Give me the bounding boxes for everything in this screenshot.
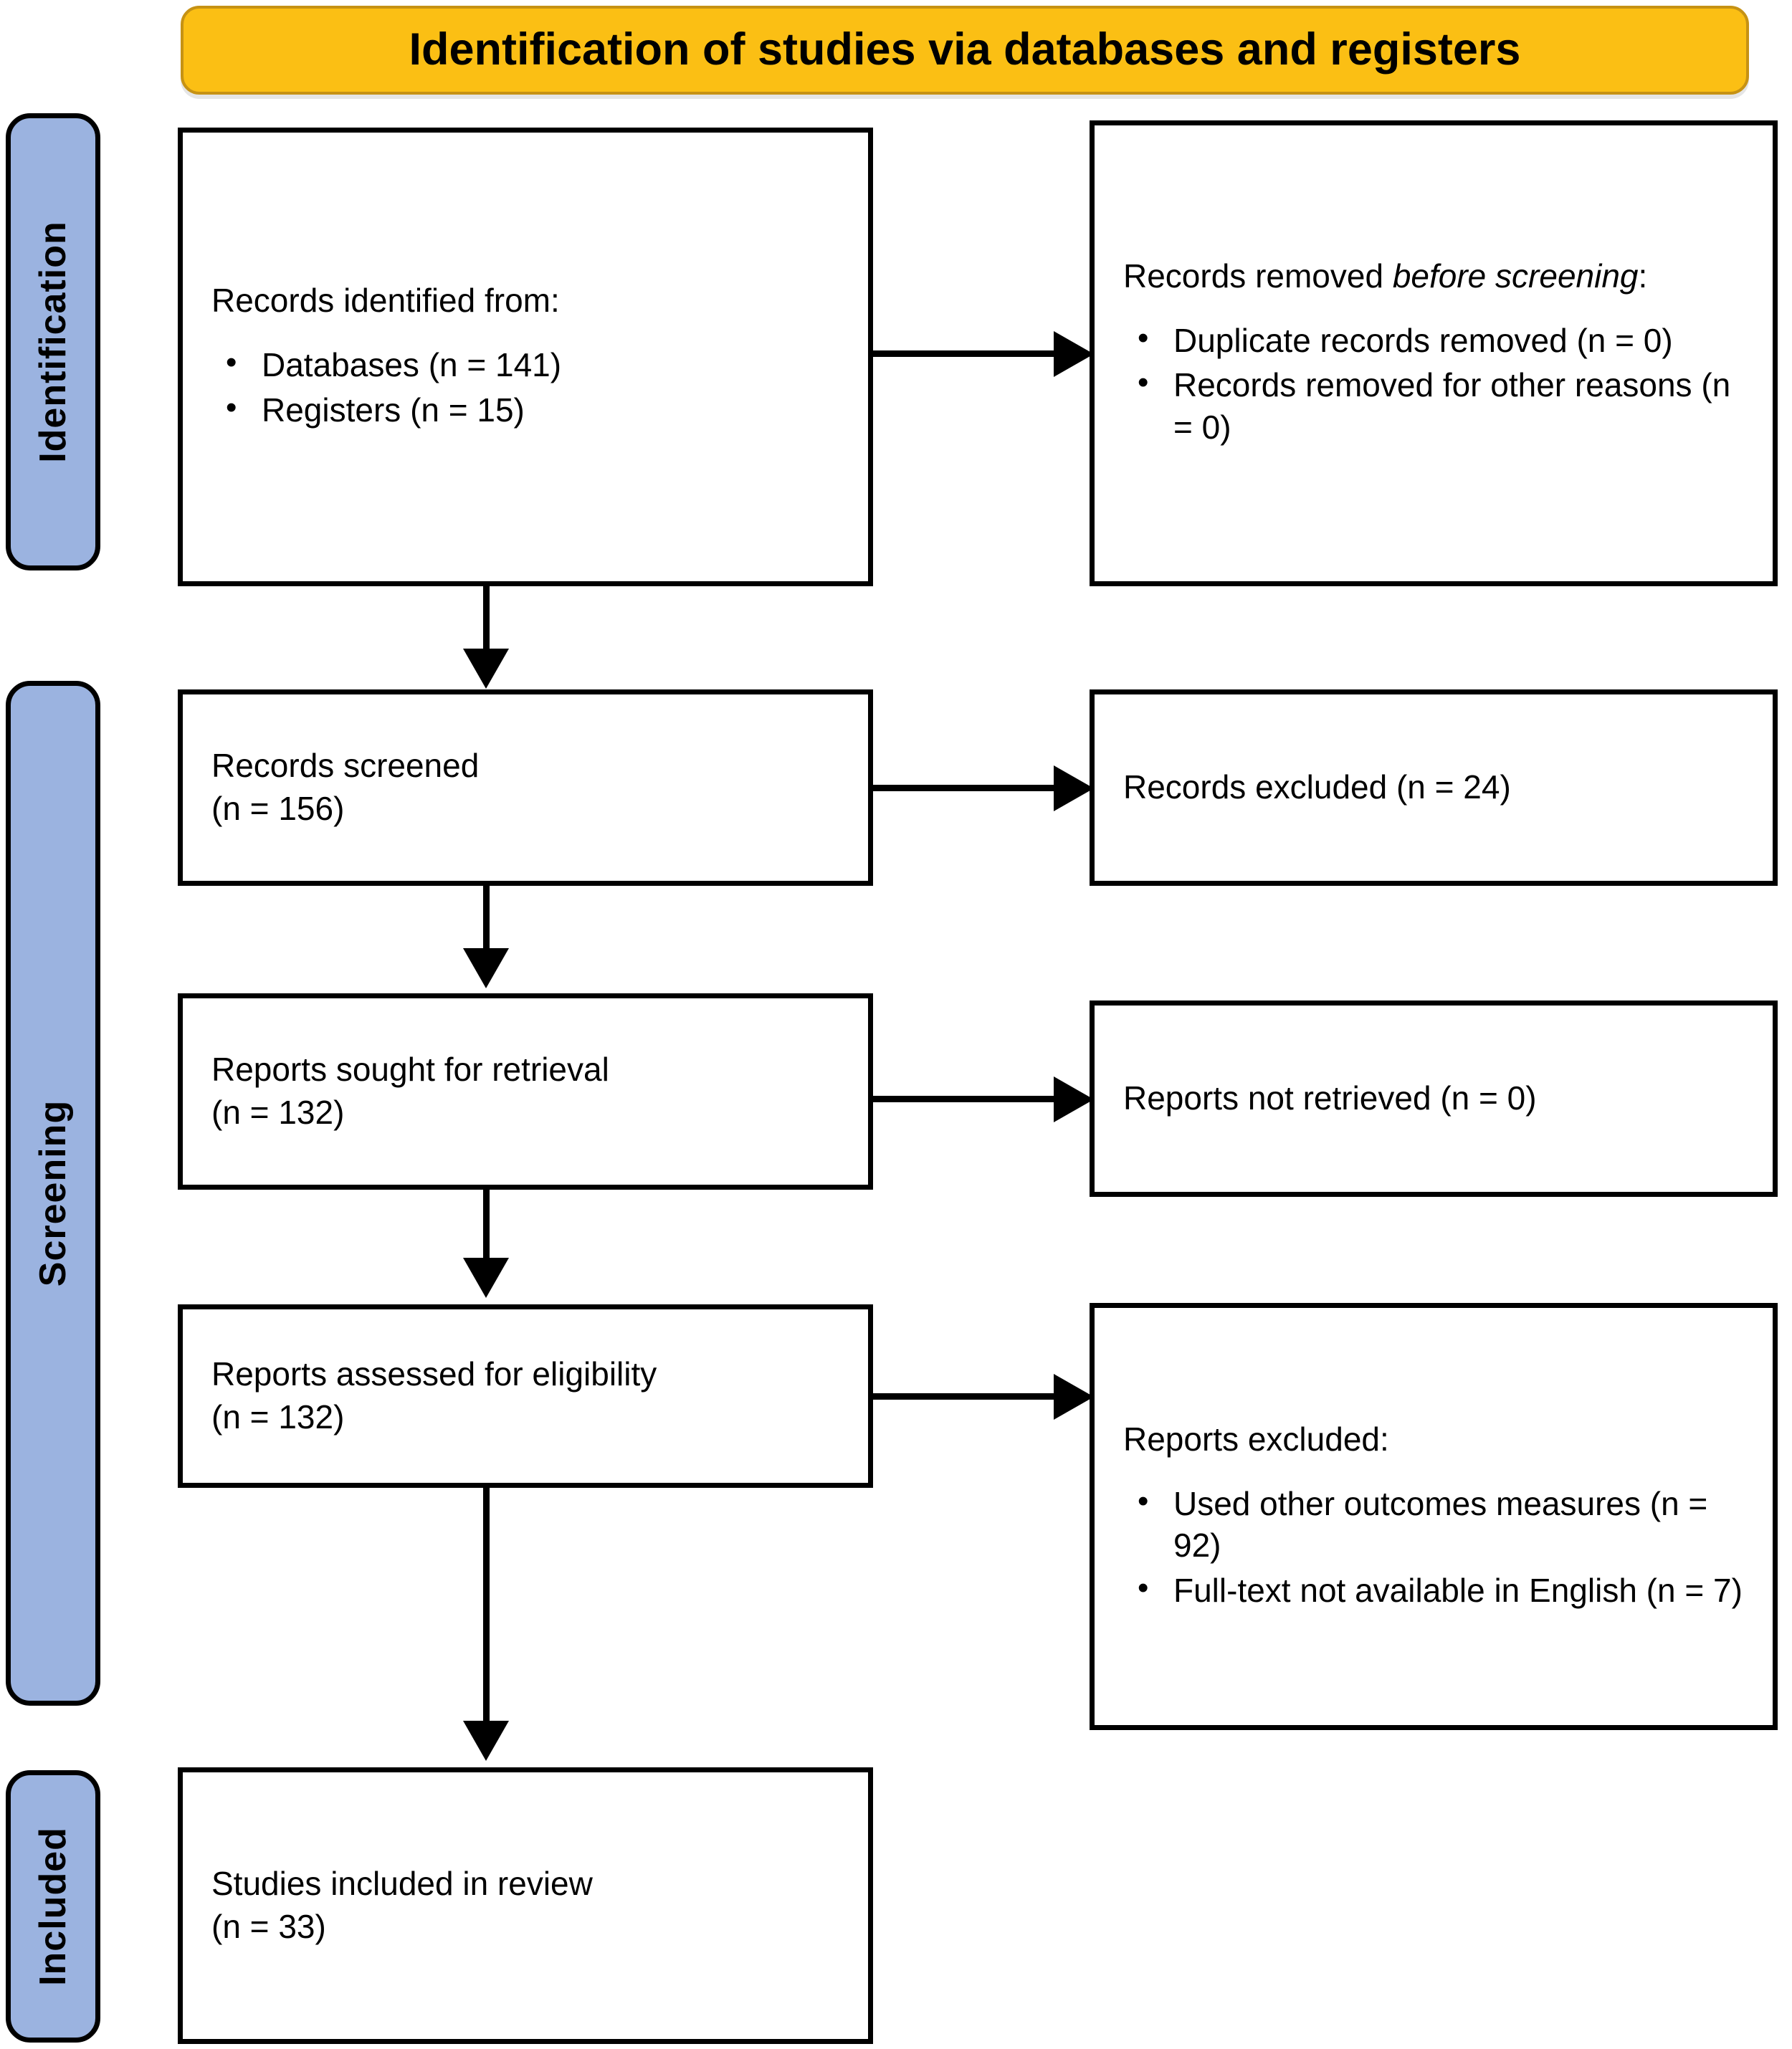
box-records-screened-count: (n = 156) <box>211 790 345 827</box>
box-records-removed-title-emphasis: before screening <box>1392 257 1639 295</box>
box-reports-assessed-count: (n = 132) <box>211 1398 345 1436</box>
stage-label-included: Included <box>6 1770 100 2043</box>
box-reports-excluded-title: Reports excluded: <box>1123 1420 1389 1458</box>
arrow-down-icon <box>463 1721 509 1761</box>
arrow-right-icon <box>1054 1076 1094 1122</box>
box-reports-excluded: Reports excluded: Used other outcomes me… <box>1090 1303 1778 1730</box>
connector-screened-to-sought-line <box>483 886 490 952</box>
box-records-identified-title: Records identified from: <box>211 282 560 320</box>
box-records-screened: Records screened (n = 156) <box>178 689 873 886</box>
box-reports-sought: Reports sought for retrieval (n = 132) <box>178 993 873 1190</box>
stage-label-identification-text: Identification <box>32 221 74 463</box>
box-studies-included-count: (n = 33) <box>211 1908 326 1945</box>
list-item: Databases (n = 141) <box>226 343 839 386</box>
connector-sought-to-not-retrieved-line <box>873 1096 1058 1102</box>
list-item: Registers (n = 15) <box>226 388 839 431</box>
box-records-identified-bullets: Databases (n = 141) Registers (n = 15) <box>211 343 839 434</box>
box-records-removed-title: Records removed before screening: <box>1123 255 1744 298</box>
connector-sought-to-assessed-line <box>483 1190 490 1261</box>
arrow-down-icon <box>463 1258 509 1298</box>
arrow-right-icon <box>1054 331 1094 377</box>
arrow-right-icon <box>1054 1374 1094 1420</box>
stage-label-screening: Screening <box>6 681 100 1706</box>
box-reports-excluded-bullets: Used other outcomes measures (n = 92) Fu… <box>1123 1481 1744 1615</box>
box-records-removed-title-prefix: Records removed <box>1123 257 1393 295</box>
box-records-removed: Records removed before screening: Duplic… <box>1090 120 1778 586</box>
box-reports-sought-title: Reports sought for retrieval <box>211 1051 609 1089</box>
box-records-removed-bullets: Duplicate records removed (n = 0) Record… <box>1123 318 1744 452</box>
box-records-excluded-title: Records excluded (n = 24) <box>1123 768 1511 806</box>
connector-identified-to-screened-line <box>483 586 490 652</box>
connector-screened-to-excluded-line <box>873 785 1058 791</box>
box-reports-not-retrieved-title: Reports not retrieved (n = 0) <box>1123 1079 1537 1117</box>
box-records-identified: Records identified from: Databases (n = … <box>178 128 873 586</box>
list-item: Used other outcomes measures (n = 92) <box>1138 1481 1744 1567</box>
box-reports-not-retrieved: Reports not retrieved (n = 0) <box>1090 1000 1778 1197</box>
stage-label-identification: Identification <box>6 113 100 570</box>
diagram-title: Identification of studies via databases … <box>409 24 1521 75</box>
list-item: Duplicate records removed (n = 0) <box>1138 318 1744 362</box>
diagram-header-banner: Identification of studies via databases … <box>181 6 1749 95</box>
connector-assessed-to-reports-excluded-line <box>873 1393 1058 1400</box>
stage-label-included-text: Included <box>32 1827 75 1986</box>
box-reports-assessed-title: Reports assessed for eligibility <box>211 1355 657 1393</box>
stage-label-screening-text: Screening <box>32 1099 75 1287</box>
list-item: Full-text not available in English (n = … <box>1138 1568 1744 1612</box>
box-reports-sought-count: (n = 132) <box>211 1094 345 1131</box>
box-studies-included-title: Studies included in review <box>211 1865 593 1903</box>
connector-assessed-to-included-line <box>483 1488 490 1724</box>
box-records-excluded: Records excluded (n = 24) <box>1090 689 1778 886</box>
connector-identified-to-removed-line <box>873 350 1058 357</box>
box-studies-included: Studies included in review (n = 33) <box>178 1767 873 2044</box>
list-item: Records removed for other reasons (n = 0… <box>1138 363 1744 449</box>
arrow-down-icon <box>463 948 509 988</box>
box-records-removed-title-suffix: : <box>1638 257 1648 295</box>
arrow-down-icon <box>463 649 509 689</box>
arrow-right-icon <box>1054 765 1094 811</box>
box-reports-assessed: Reports assessed for eligibility (n = 13… <box>178 1304 873 1488</box>
box-records-screened-title: Records screened <box>211 747 480 785</box>
